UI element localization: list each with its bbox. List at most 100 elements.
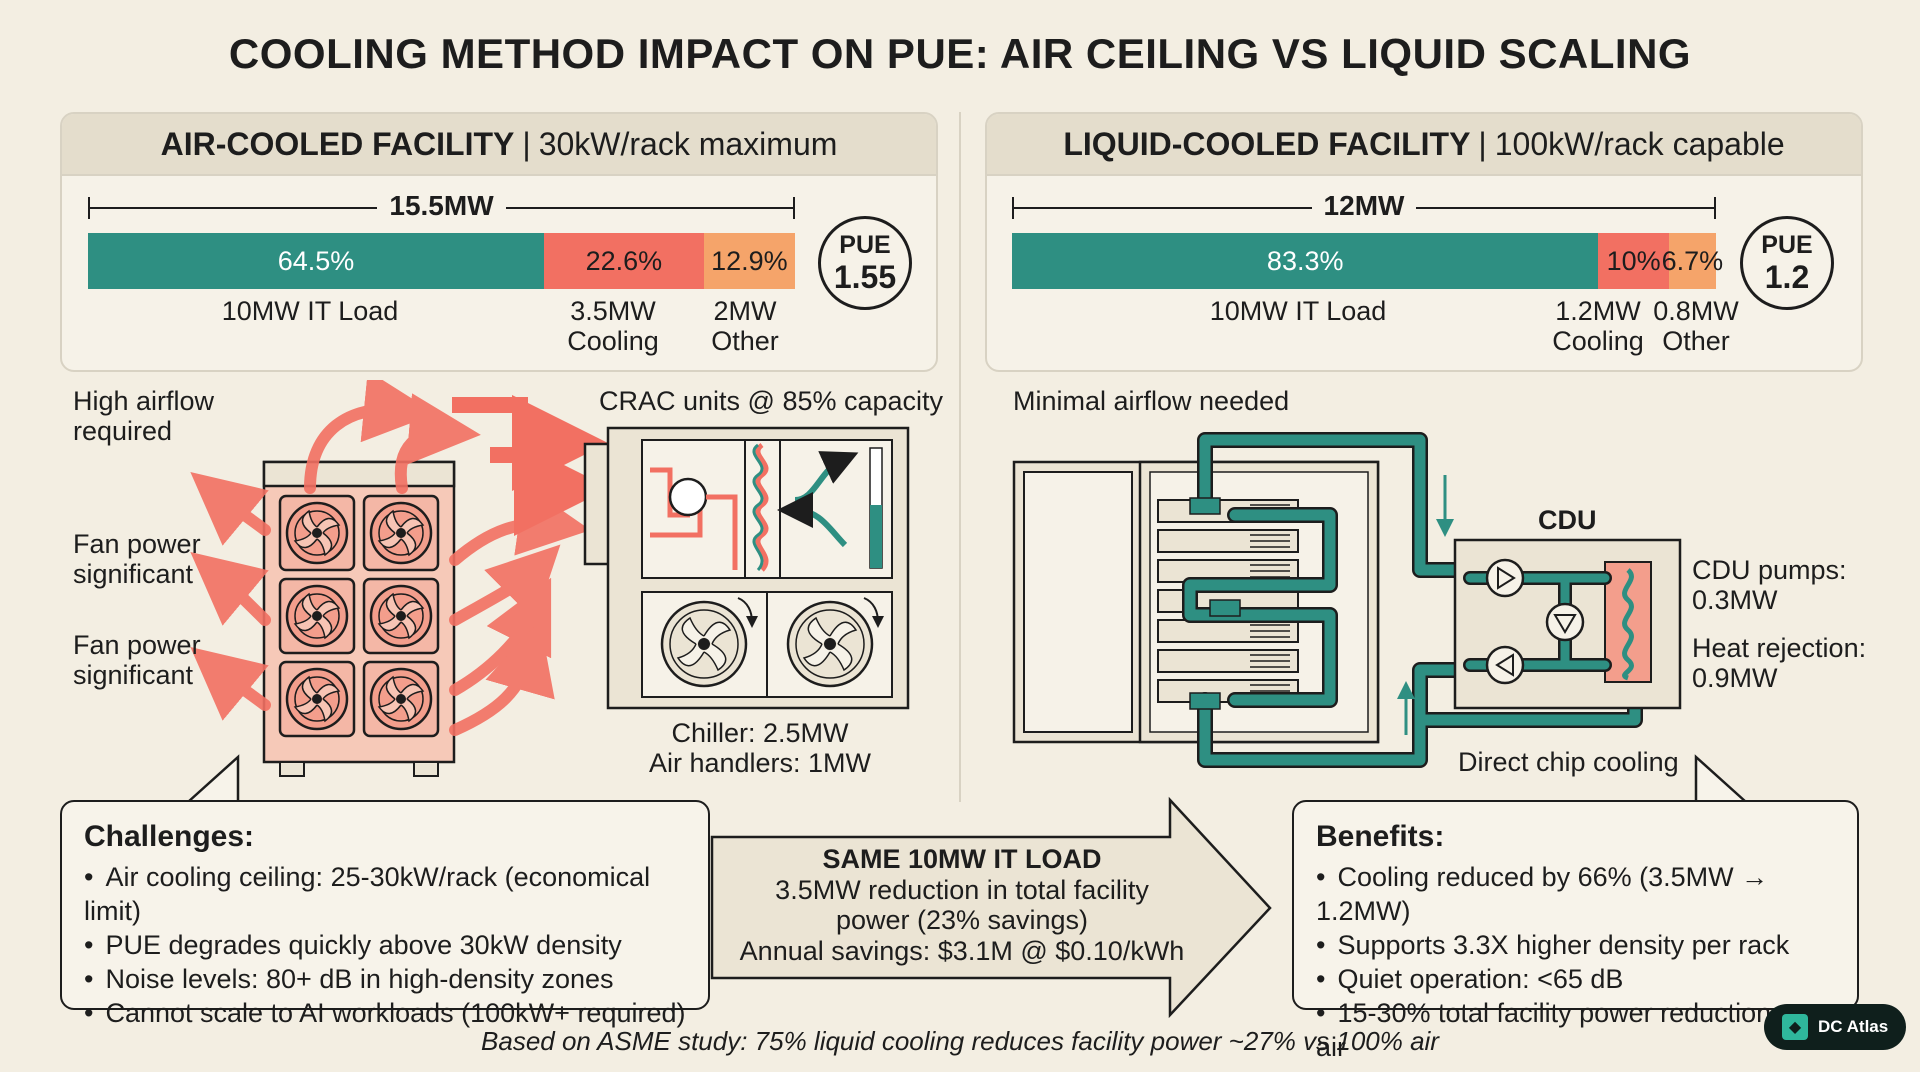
challenge-item: Noise levels: 80+ dB in high-density zon… xyxy=(84,962,686,996)
air-other-mw: 2MW xyxy=(713,296,777,326)
challenges-list: Air cooling ceiling: 25-30kW/rack (econo… xyxy=(84,860,686,1030)
crac-fan-icon xyxy=(786,600,874,688)
liquid-heading: LIQUID-COOLED FACILITY xyxy=(1063,125,1471,162)
benefit-item: Supports 3.3X higher density per rack xyxy=(1316,928,1835,962)
air-total-label: 15.5MW xyxy=(377,190,506,221)
air-pue-value: 1.55 xyxy=(833,259,897,295)
liquid-cooling-label: 1.2MW Cooling xyxy=(1548,296,1648,356)
rack-fan-icon xyxy=(278,577,356,655)
benefits-list: Cooling reduced by 66% (3.5MW → 1.2MW) S… xyxy=(1316,860,1835,1064)
liquid-panel: LIQUID-COOLED FACILITY | 100kW/rack capa… xyxy=(985,112,1863,372)
liquid-other-text: Other xyxy=(1662,326,1730,356)
benefit-item: Quiet operation: <65 dB xyxy=(1316,962,1835,996)
liquid-span-label-wrap: 12MW xyxy=(1012,190,1716,222)
bar-segment-cooling: 22.6% xyxy=(544,233,704,289)
air-cooling-text: Cooling xyxy=(567,326,659,356)
air-note-fan-b: Fan power significant xyxy=(73,630,201,690)
air-pue-label: PUE xyxy=(839,231,891,259)
cdu-label: CDU xyxy=(1538,505,1597,535)
cdu-pumps-line2: 0.3MW xyxy=(1692,585,1778,615)
center-title: SAME 10MW IT LOAD xyxy=(822,844,1102,874)
air-note-airflow: High airflow required xyxy=(73,386,214,446)
liquid-other-label: 0.8MW Other xyxy=(1650,296,1742,356)
pump-icon xyxy=(1485,645,1525,685)
air-note-airflow-line1: High airflow xyxy=(73,386,215,416)
benefit-item: 15-30% total facility power reduction vs… xyxy=(1316,996,1835,1064)
center-comparison-arrow xyxy=(710,796,1272,1019)
liquid-cooling-text: Cooling xyxy=(1552,326,1644,356)
heading-separator: | xyxy=(1478,125,1487,162)
liquid-panel-header: LIQUID-COOLED FACILITY | 100kW/rack capa… xyxy=(987,114,1861,176)
heat-rejection-line1: Heat rejection: xyxy=(1692,633,1867,663)
dc-atlas-logo-text: DC Atlas xyxy=(1818,1017,1889,1036)
benefit-item: Cooling reduced by 66% (3.5MW → 1.2MW) xyxy=(1316,860,1835,928)
liquid-pue-badge: PUE 1.2 xyxy=(1740,216,1834,310)
liquid-subheading: 100kW/rack capable xyxy=(1494,125,1785,162)
bar-segment-cooling: 10% xyxy=(1598,233,1669,289)
benefits-title: Benefits: xyxy=(1316,820,1445,853)
air-power-bar: 64.5%22.6%12.9% xyxy=(88,233,795,289)
crac-fan-icon xyxy=(660,600,748,688)
air-subheading: 30kW/rack maximum xyxy=(538,125,838,162)
air-span-label-wrap: 15.5MW xyxy=(88,190,795,222)
challenge-item: Air cooling ceiling: 25-30kW/rack (econo… xyxy=(84,860,686,928)
liquid-power-bar: 83.3%10%6.7% xyxy=(1012,233,1723,289)
dc-atlas-logo-icon: ◆ xyxy=(1782,1014,1808,1040)
liquid-cooling-mw: 1.2MW xyxy=(1555,296,1641,326)
air-other-text: Other xyxy=(711,326,779,356)
air-panel-header: AIR-COOLED FACILITY | 30kW/rack maximum xyxy=(62,114,936,176)
callout-pointers xyxy=(187,754,1747,803)
dc-atlas-logo: ◆ DC Atlas xyxy=(1764,1004,1907,1050)
cdu-pumps-note: CDU pumps: 0.3MW xyxy=(1692,555,1847,615)
benefits-box: Benefits: Cooling reduced by 66% (3.5MW … xyxy=(1292,800,1859,1062)
rack-fan-icon xyxy=(278,660,356,738)
center-line3: Annual savings: $3.1M @ $0.10/kWh xyxy=(739,936,1185,966)
center-line1: 3.5MW reduction in total facility xyxy=(775,875,1149,905)
chiller-label: Chiller: 2.5MW xyxy=(671,718,849,748)
crac-label: CRAC units @ 85% capacity xyxy=(599,386,944,416)
heading-separator: | xyxy=(522,125,531,162)
air-pue-badge: PUE 1.55 xyxy=(818,216,912,310)
air-note-airflow-line2: required xyxy=(73,416,173,446)
liquid-pue-value: 1.2 xyxy=(1764,259,1810,295)
bar-segment-other: 12.9% xyxy=(703,233,795,289)
air-note-fan-a: Fan power significant xyxy=(73,529,201,589)
air-other-label: 2MW Other xyxy=(695,296,795,356)
air-handlers-label: Air handlers: 1MW xyxy=(648,748,872,778)
pump-icon xyxy=(1545,602,1585,642)
compressor-icon xyxy=(668,477,708,517)
air-it-label: 10MW IT Load xyxy=(221,296,399,326)
bar-segment-other: 6.7% xyxy=(1662,233,1723,289)
challenge-item: Cannot scale to AI workloads (100kW+ req… xyxy=(84,996,686,1030)
air-cooling-label: 3.5MW Cooling xyxy=(543,296,683,356)
rack-fan-icon xyxy=(362,577,440,655)
bar-segment-it: 64.5% xyxy=(88,233,544,289)
rack-fan-icon xyxy=(362,660,440,738)
direct-chip-label: Direct chip cooling xyxy=(1458,747,1679,777)
liquid-other-mw: 0.8MW xyxy=(1653,296,1739,326)
coil-icon xyxy=(755,442,769,572)
challenge-item: PUE degrades quickly above 30kW density xyxy=(84,928,686,962)
liquid-cooled-illustration xyxy=(1012,432,1682,768)
center-divider xyxy=(959,112,961,802)
center-summary: SAME 10MW IT LOAD 3.5MW reduction in tot… xyxy=(712,843,1212,967)
liquid-it-label: 10MW IT Load xyxy=(1209,296,1387,326)
air-note-fan-a-line2: significant xyxy=(73,559,194,589)
challenges-title: Challenges: xyxy=(84,820,255,853)
rack-fan-icon xyxy=(362,494,440,572)
liquid-total-label: 12MW xyxy=(1311,190,1417,221)
crac-power-labels: Chiller: 2.5MW Air handlers: 1MW xyxy=(620,718,900,778)
challenges-box: Challenges: Air cooling ceiling: 25-30kW… xyxy=(60,800,710,1028)
hot-air-duct-arrows xyxy=(452,395,610,536)
air-note-fan-b-line1: Fan power xyxy=(73,630,201,660)
air-heading: AIR-COOLED FACILITY xyxy=(160,125,515,162)
cdu-pumps-line1: CDU pumps: xyxy=(1692,555,1847,585)
liquid-pue-label: PUE xyxy=(1761,231,1813,259)
footer-source-note: Based on ASME study: 75% liquid cooling … xyxy=(481,1026,1439,1056)
heat-rejection-note: Heat rejection: 0.9MW xyxy=(1692,633,1866,693)
air-note-fan-b-line2: significant xyxy=(73,660,194,690)
liquid-note-airflow: Minimal airflow needed xyxy=(1013,386,1290,416)
airflow-arrows xyxy=(190,380,591,736)
rack-fan-icon xyxy=(278,494,356,572)
center-line2: power (23% savings) xyxy=(835,905,1089,935)
